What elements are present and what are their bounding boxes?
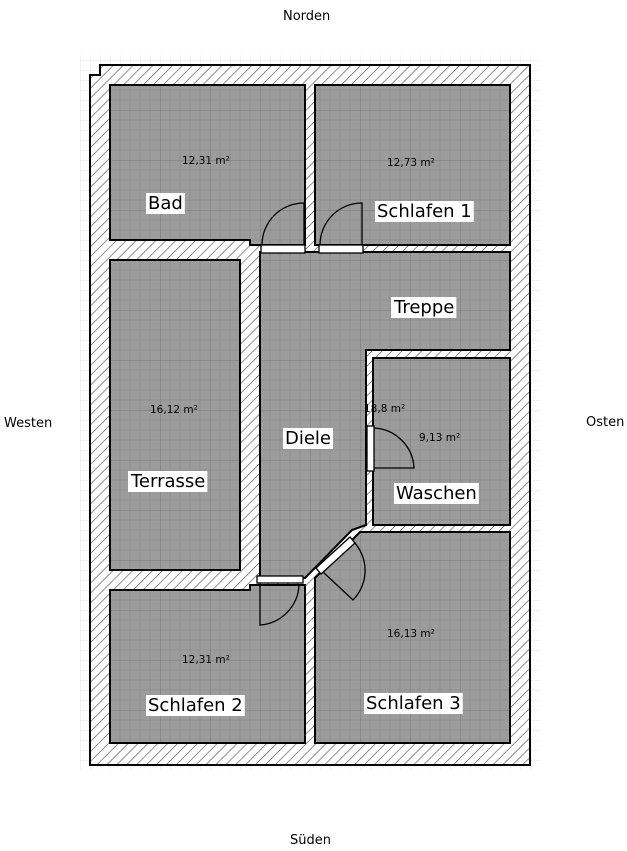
door-waschen[interactable] [366,425,415,472]
room-area-schlafen-2: 12,31 m² [182,654,230,666]
door-schlafen-3[interactable] [315,536,366,601]
room-name-background [146,193,185,214]
room-name-terrasse: Terrasse [130,471,205,492]
room-area-schlafen-1: 12,73 m² [387,157,435,169]
room-area-waschen: 9,13 m² [419,432,460,444]
room-name-background [391,297,457,318]
room-name-background [146,695,245,716]
compass-north: Norden [283,9,331,24]
room-name-background [128,471,208,492]
room-name-schlafen-3: Schlafen 3 [366,693,461,714]
room-name-waschen: Waschen [396,483,477,504]
room-terrasse[interactable] [109,259,241,571]
room-name-treppe: Treppe [393,297,454,318]
room-name-schlafen-2: Schlafen 2 [148,695,243,716]
room-area-diele: 18,8 m² [364,403,405,415]
room-area-bad: 12,31 m² [182,155,230,167]
door-schlafen-1[interactable] [318,202,364,254]
compass-west: Westen [4,416,53,431]
room-name-schlafen-1: Schlafen 1 [377,201,472,222]
door-schlafen-2[interactable] [256,575,304,626]
room-name-background [283,428,334,449]
room-area-schlafen-3: 16,13 m² [387,628,435,640]
room-name-background [394,483,479,504]
compass-south: Süden [290,833,331,848]
room-name-background [375,201,474,222]
room-name-bad: Bad [148,193,183,214]
compass-east: Osten [586,415,625,430]
room-area-terrasse: 16,12 m² [150,404,198,416]
room-name-diele: Diele [285,428,331,449]
room-name-background [364,693,463,714]
door-bad[interactable] [260,202,306,254]
